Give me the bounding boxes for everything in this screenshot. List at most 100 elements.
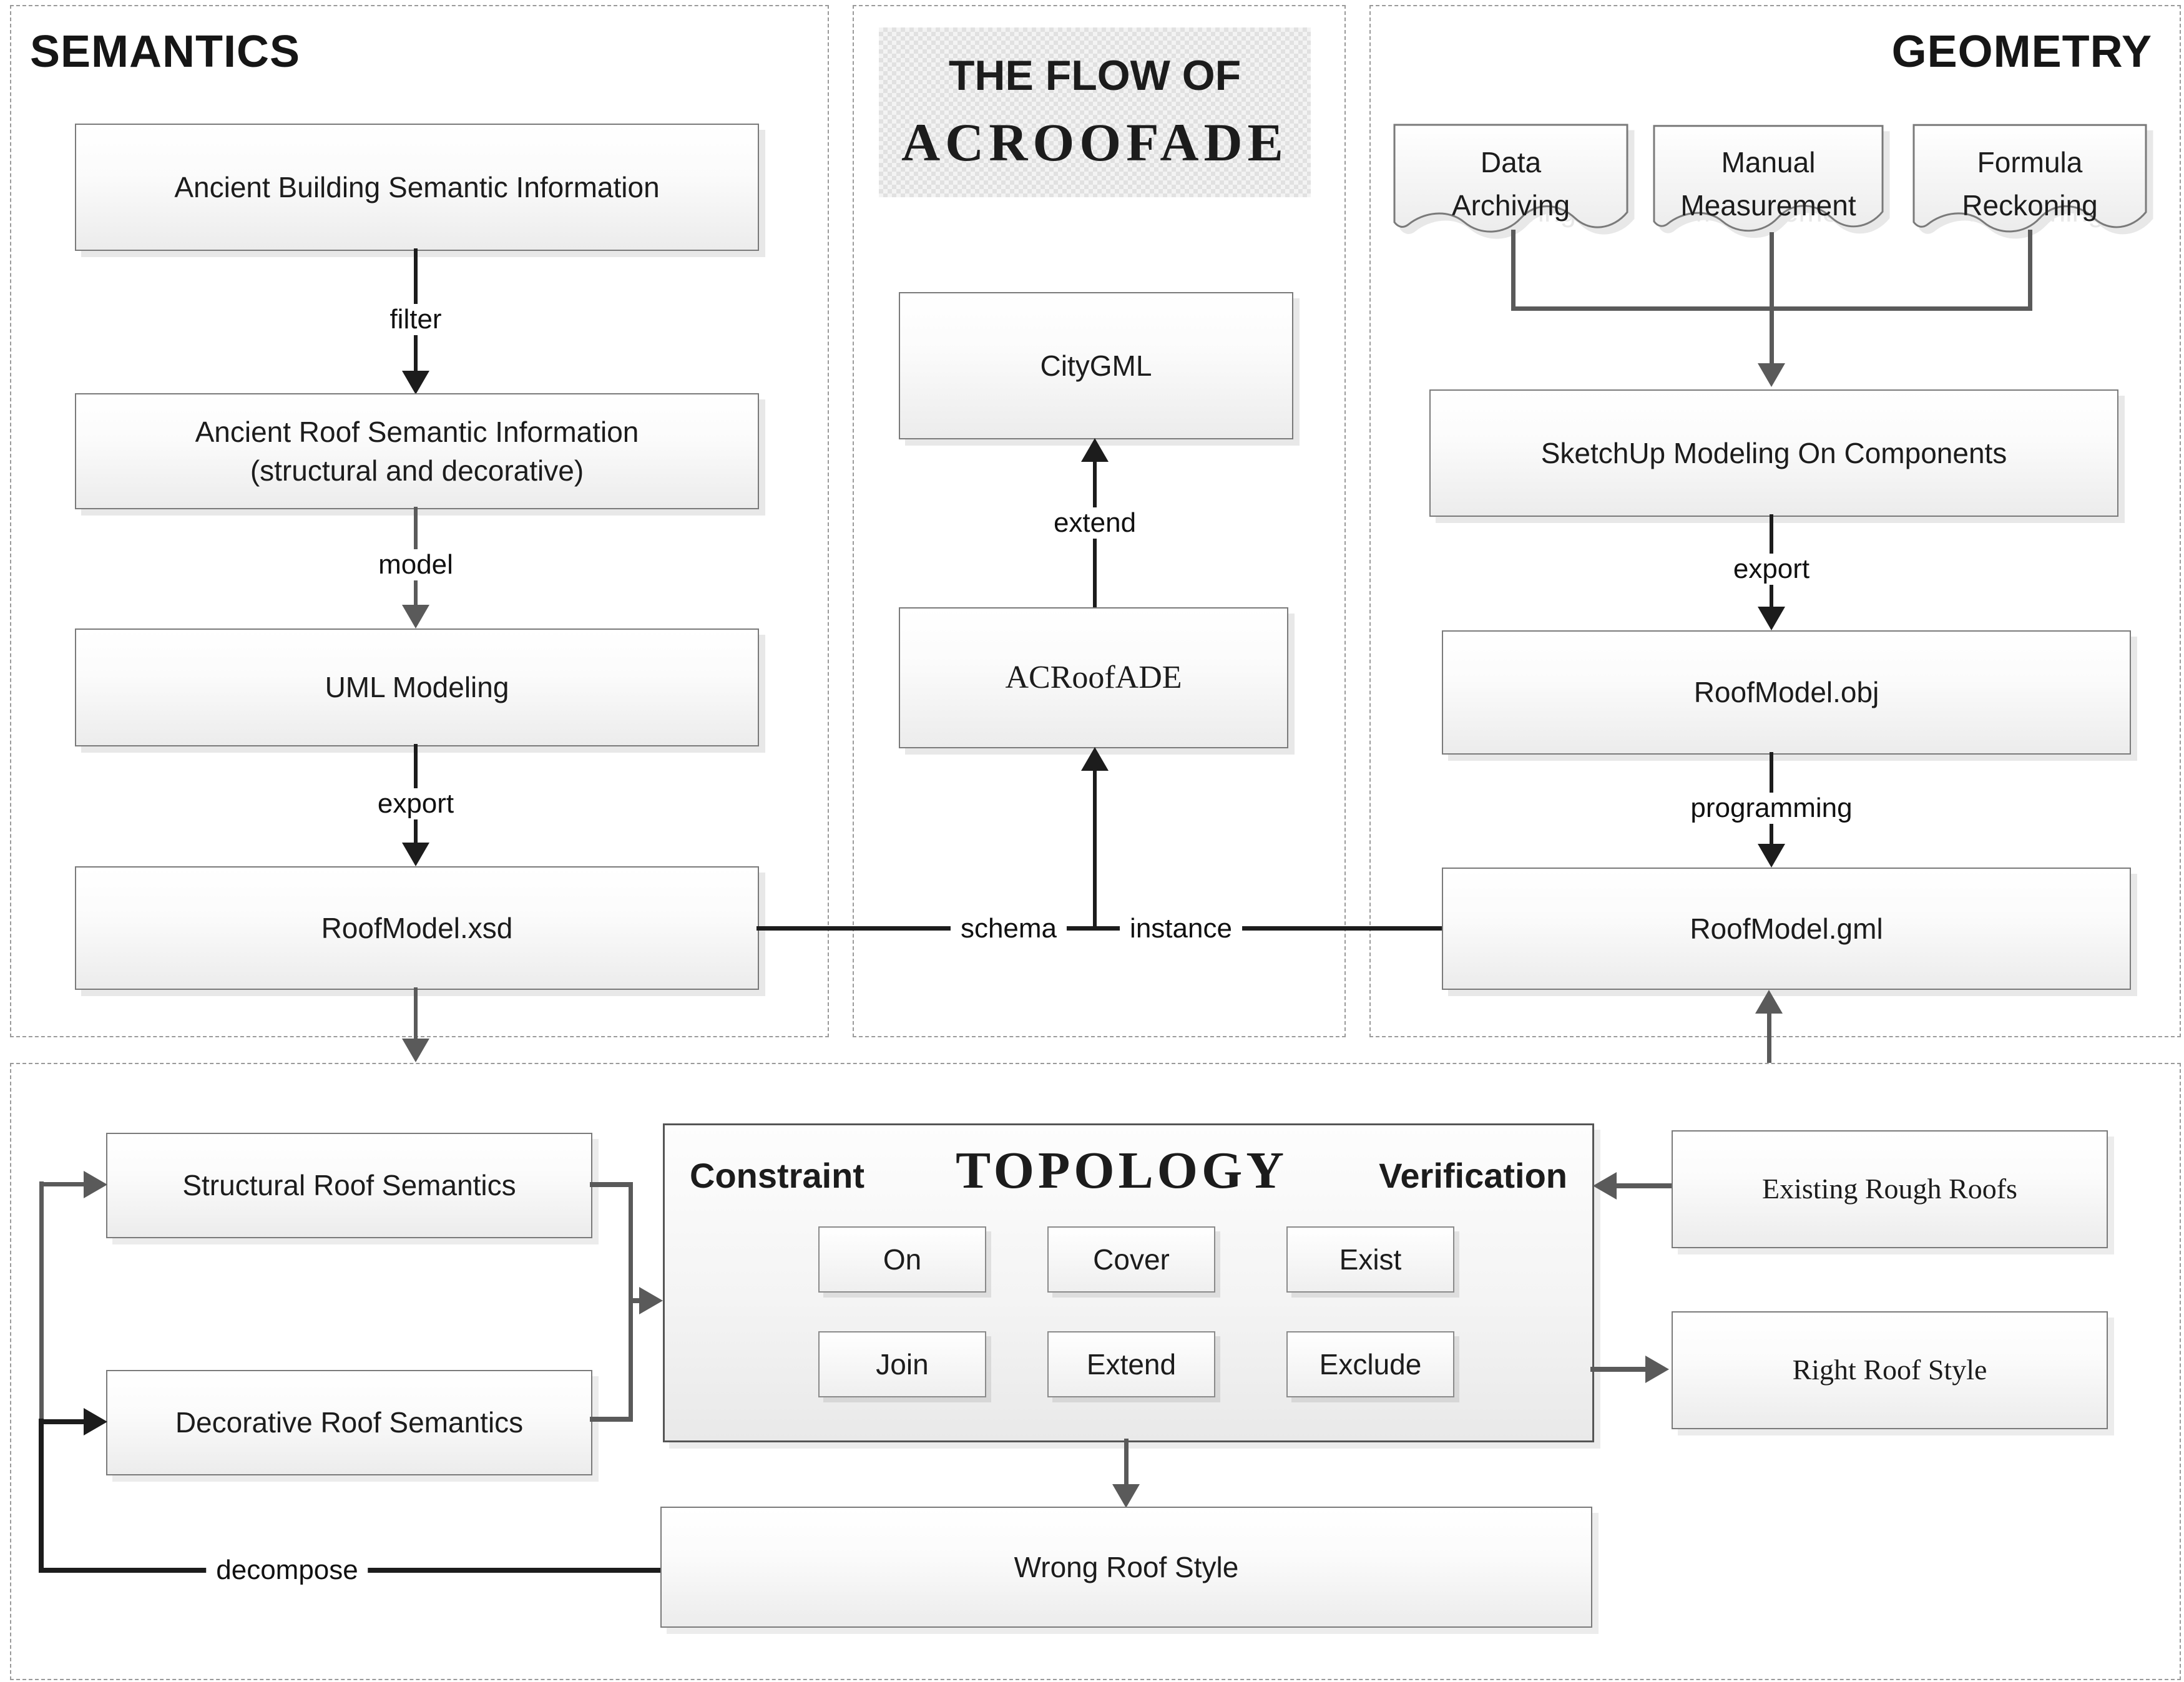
doc-formula-line2: Reckoning [1962,189,2098,222]
arrow-up-icon [1081,438,1109,462]
box-ancient-building: Ancient Building Semantic Information [75,124,759,251]
loop-vertical-black-line [39,1419,44,1573]
loop-to-decorative-line [41,1419,85,1424]
topology-cell-exclude: Exclude [1286,1331,1454,1397]
doc-data-line2: Archiving [1451,189,1570,222]
loop-vertical-gray-line [39,1181,44,1421]
banner-line1: THE FLOW OF [948,52,1241,99]
doc-manual-measurement-text: Manual Measurement [1653,124,1884,227]
box-existing-rough-roofs-label: Existing Rough Roofs [1762,1173,2017,1205]
arrow-down-icon [1758,844,1785,868]
doc-formula-reckoning-text: Formula Reckoning [1912,124,2147,227]
xsd-to-bottom-line [414,987,418,1040]
semantics-title: SEMANTICS [30,27,301,77]
box-roofmodel-obj-label: RoofModel.obj [1693,676,1879,709]
box-sketchup: SketchUp Modeling On Components [1429,389,2118,517]
box-ancient-roof: Ancient Roof Semantic Information (struc… [75,393,759,509]
box-decorative-semantics-label: Decorative Roof Semantics [175,1406,524,1439]
geometry-export-label: export [1723,554,1820,585]
gml-feedback-line [1767,1012,1771,1063]
verification-label: Verification [1379,1156,1567,1195]
arrow-down-icon [1758,363,1785,387]
flow-banner: THE FLOW OF ACROOFADE [879,27,1311,197]
geometry-title: GEOMETRY [1891,27,2152,77]
arrow-down-icon [402,1039,429,1062]
box-ancient-building-label: Ancient Building Semantic Information [174,170,660,203]
banner-line2: ACROOFADE [901,112,1288,172]
box-right-roof-style-label: Right Roof Style [1792,1354,1987,1386]
box-roofmodel-obj: RoofModel.obj [1442,630,2131,755]
topology-cell-exist: Exist [1286,1226,1454,1293]
arrow-down-icon [1112,1484,1140,1508]
decompose-label: decompose [206,1555,368,1586]
topology-title: TOPOLOGY [956,1142,1288,1200]
schema-label: schema [950,913,1067,944]
arrow-down-icon [402,371,429,394]
arrow-right-icon [639,1287,663,1314]
box-acroofade-label: ACRoofADE [1005,659,1182,695]
box-roofmodel-gml-label: RoofModel.gml [1690,912,1883,945]
box-structural-semantics-label: Structural Roof Semantics [182,1169,516,1202]
document-shape-icon [1653,125,1884,232]
arrow-up-icon [1755,990,1783,1014]
doc-manual-measurement: Manual Measurement [1653,124,1884,243]
doc2-connector-line [1770,232,1774,364]
arrow-up-icon [1081,747,1109,771]
schema-instance-line [757,926,1442,931]
arrow-down-icon [402,843,429,866]
decorative-bracket-line [590,1417,633,1422]
doc-data-archiving: Data Archiving [1393,124,1628,243]
box-acroofade: ACRoofADE [899,607,1288,748]
topology-to-wrong-line [1124,1439,1129,1485]
document-shape-icon [1393,124,1628,233]
constraint-label: Constraint [690,1156,864,1195]
box-sketchup-label: SketchUp Modeling On Components [1540,436,2007,469]
filter-label: filter [380,304,452,335]
doc-manual-line2: Measurement [1680,189,1856,222]
topology-cell-join: Join [818,1331,986,1397]
doc-formula-line1: Formula [1977,146,2083,178]
instance-arrow-line [1093,770,1097,929]
doc-formula-reckoning: Formula Reckoning [1912,124,2147,243]
arrow-down-icon [1758,607,1785,630]
box-roofmodel-gml: RoofModel.gml [1442,868,2131,990]
arrow-right-icon [84,1408,107,1435]
box-roofmodel-xsd: RoofModel.xsd [75,866,759,990]
loop-to-structural-line [41,1182,85,1186]
box-wrong-roof-style: Wrong Roof Style [660,1507,1592,1628]
box-ancient-roof-line2: (structural and decorative) [250,454,584,487]
box-existing-rough-roofs: Existing Rough Roofs [1672,1130,2108,1248]
topology-box: Constraint TOPOLOGY Verification On Cove… [663,1123,1594,1442]
doc3-connector-line [2028,230,2032,311]
box-citygml: CityGML [899,292,1293,439]
box-right-roof-style: Right Roof Style [1672,1311,2108,1429]
box-uml-modeling-label: UML Modeling [325,671,509,704]
box-decorative-semantics: Decorative Roof Semantics [106,1370,592,1475]
topology-cell-on: On [818,1226,986,1293]
structural-bracket-line [590,1182,633,1187]
model-label: model [368,549,463,580]
box-roofmodel-xsd-label: RoofModel.xsd [321,911,513,944]
box-uml-modeling: UML Modeling [75,628,759,746]
doc-manual-line1: Manual [1721,146,1816,178]
arrow-left-icon [1593,1172,1617,1200]
box-structural-semantics: Structural Roof Semantics [106,1133,592,1238]
instance-label: instance [1120,913,1242,944]
arrow-down-icon [402,605,429,628]
box-citygml-label: CityGML [1040,349,1152,382]
topology-header: Constraint TOPOLOGY Verification [665,1140,1592,1201]
topology-to-right-line [1590,1367,1647,1372]
bracket-arrow-line [629,1298,641,1303]
doc-data-archiving-text: Data Archiving [1393,124,1628,227]
arrow-right-icon [84,1171,107,1198]
topology-cell-extend: Extend [1047,1331,1215,1397]
doc1-connector-line [1511,230,1516,311]
extend-label: extend [1043,507,1147,539]
arrow-right-icon [1645,1356,1669,1383]
doc-data-line1: Data [1480,146,1542,178]
topology-cell-cover: Cover [1047,1226,1215,1293]
box-wrong-roof-style-label: Wrong Roof Style [1014,1550,1239,1583]
box-ancient-roof-line1: Ancient Roof Semantic Information [195,415,639,448]
export-label: export [367,788,464,819]
